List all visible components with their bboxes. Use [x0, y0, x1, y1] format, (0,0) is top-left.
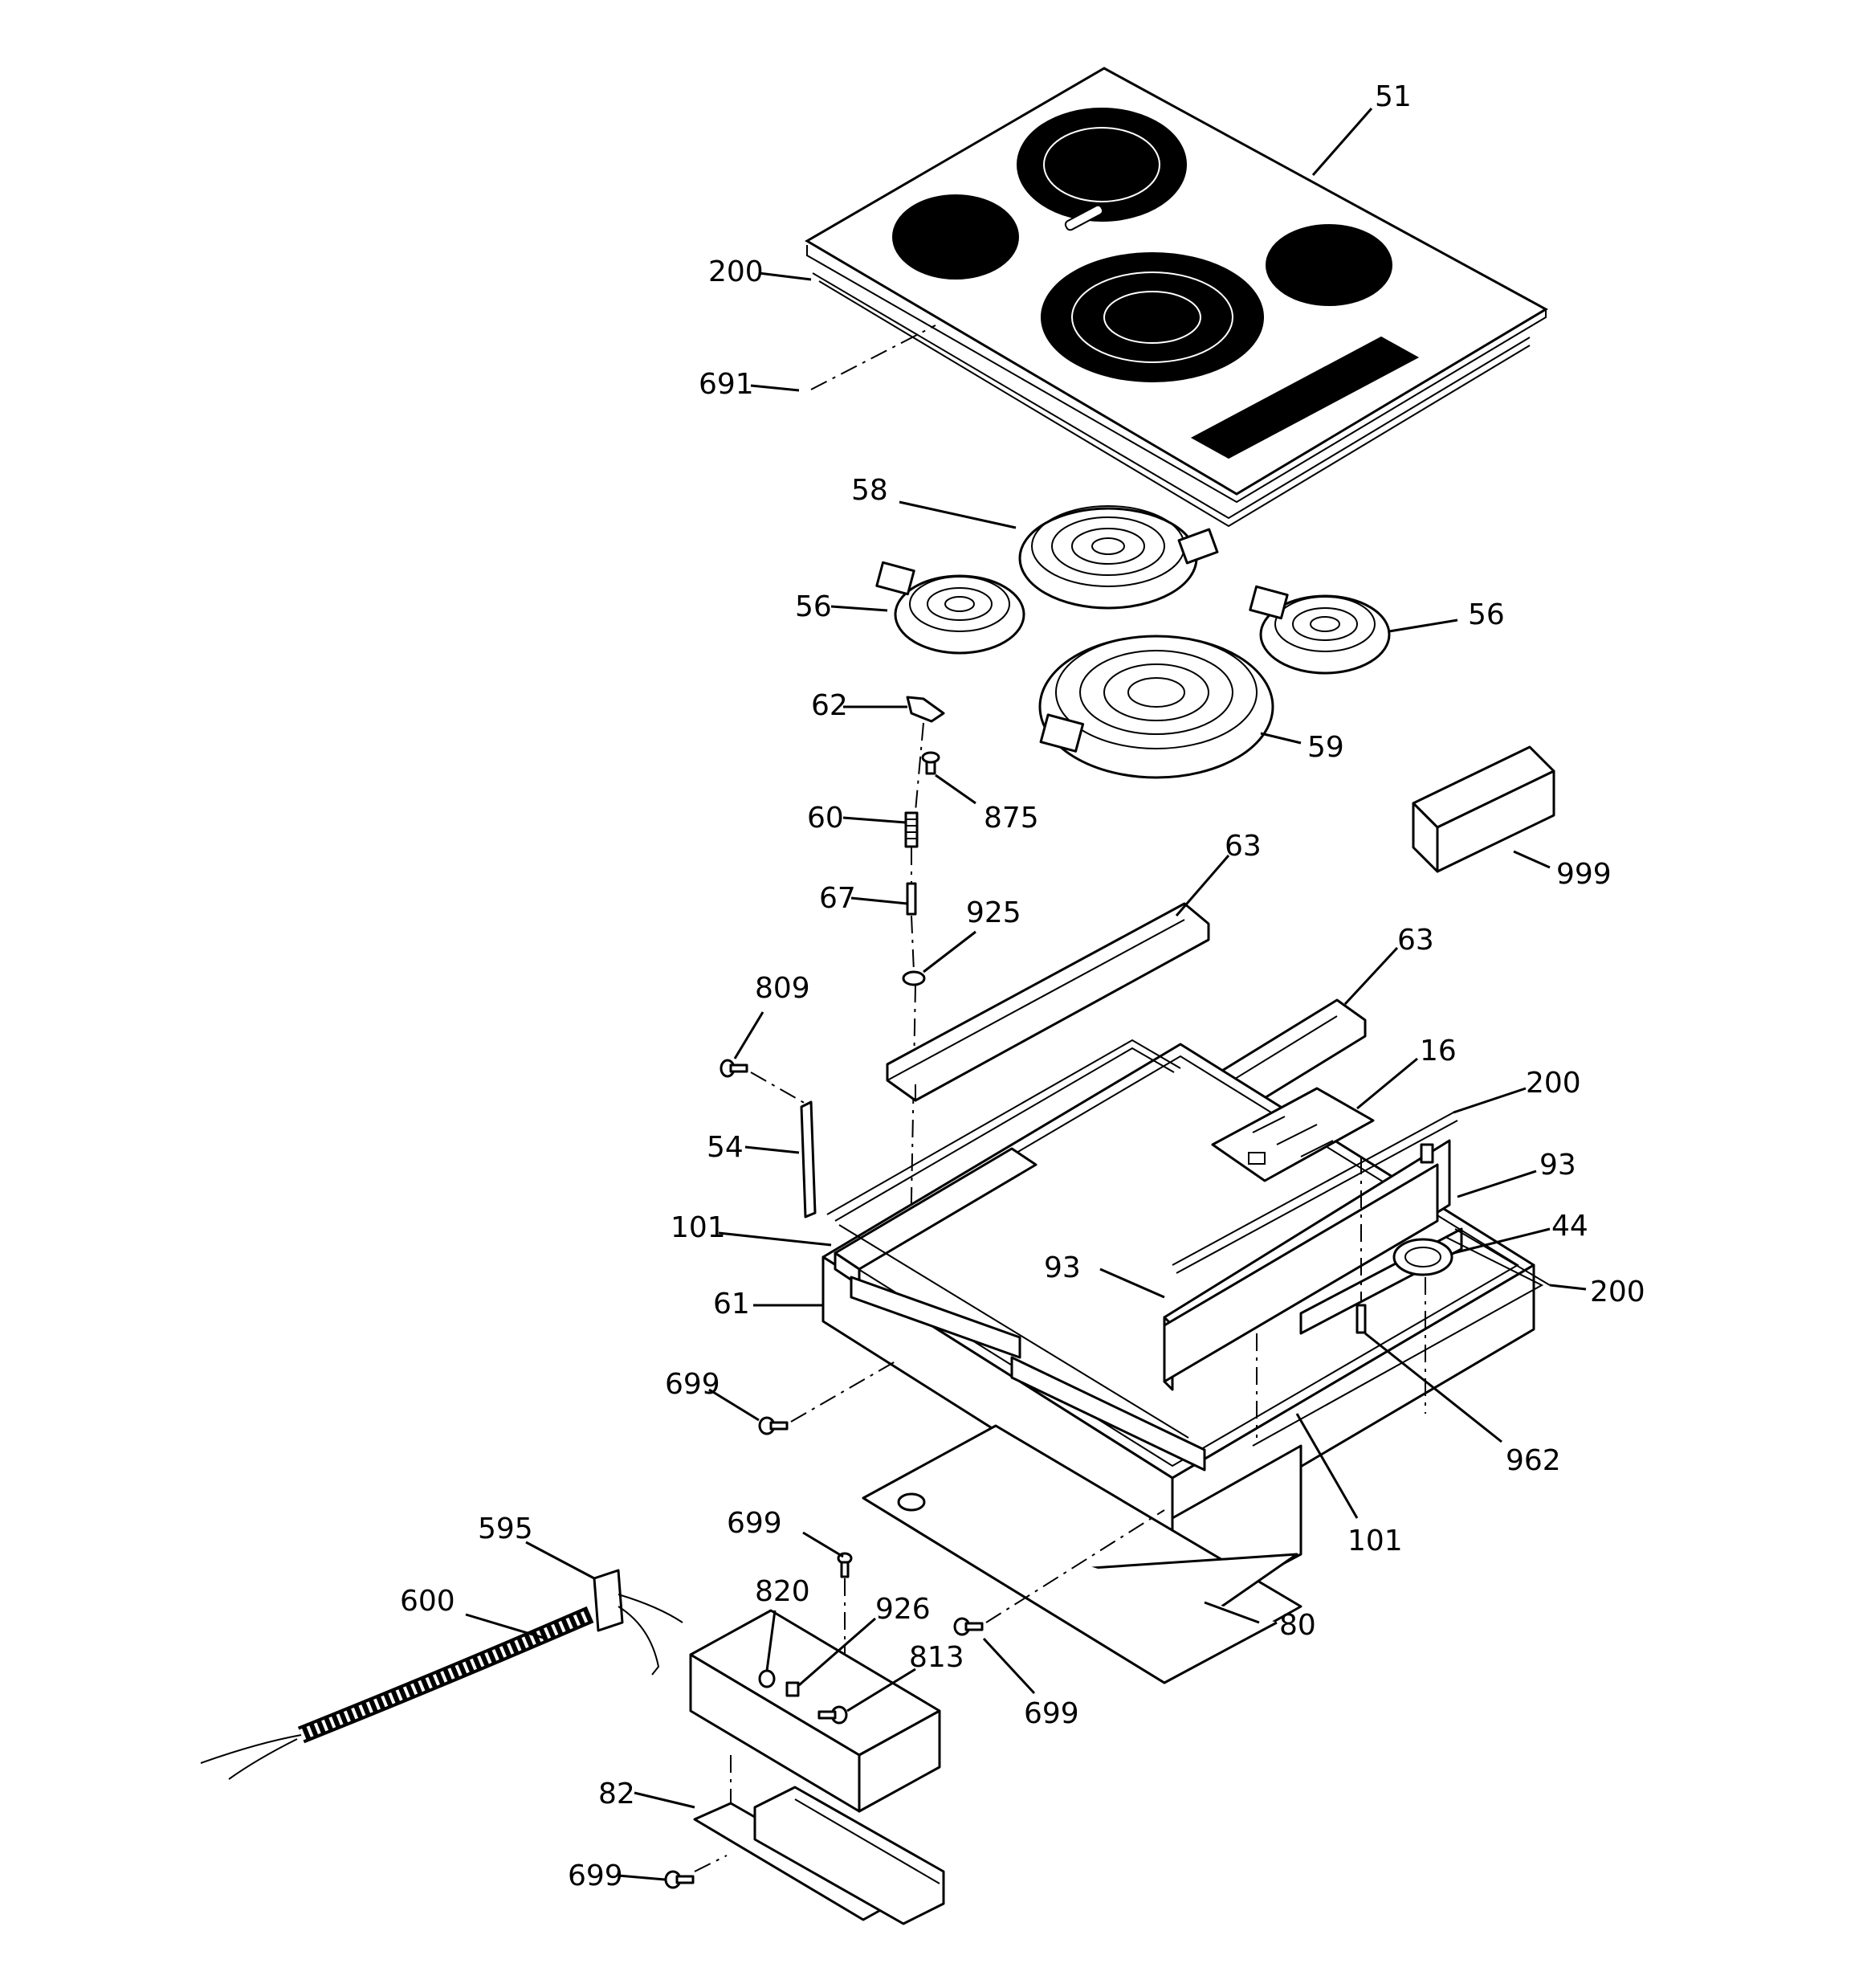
washer-925: [902, 970, 926, 986]
screw-699-top: [837, 1552, 853, 1578]
screw-699-left: [758, 1416, 789, 1435]
assembly-line-c: [1256, 1157, 1426, 1438]
label-44: 44: [1551, 1210, 1588, 1243]
screw-699-mid: [953, 1617, 984, 1636]
label-820: 820: [755, 1575, 810, 1608]
label-63-lower: 63: [1397, 924, 1434, 957]
screw-809: [720, 1059, 748, 1078]
label-51: 51: [1375, 80, 1412, 113]
screw-962: [1355, 1304, 1367, 1334]
assembly-line-b: [750, 1072, 808, 1105]
label-59: 59: [1307, 731, 1344, 764]
clip-926: [785, 1681, 800, 1697]
cooktop-glass-top: [805, 67, 1549, 504]
label-56-left: 56: [795, 590, 832, 623]
clamp-595: [593, 1569, 624, 1632]
bracket-62: [906, 696, 945, 723]
screw-820: [758, 1669, 776, 1688]
label-82: 82: [598, 1778, 635, 1810]
control-board-16: [1211, 1087, 1375, 1182]
screw-813: [817, 1705, 848, 1725]
part-labels: 51 200 691 58 56 56 62 59 875 60 63 999 …: [400, 80, 1645, 1892]
assembly-line-a: [908, 722, 924, 1326]
element-58: [1018, 505, 1219, 610]
element-56-right: [1249, 585, 1391, 675]
label-93-right: 93: [1539, 1149, 1576, 1182]
label-962: 962: [1506, 1444, 1561, 1477]
label-699-mid: 699: [1024, 1697, 1079, 1730]
label-200-top: 200: [708, 255, 764, 288]
rail-63-upper: [886, 902, 1210, 1102]
spring-60: [904, 811, 919, 848]
assembly-line-e: [985, 1509, 1165, 1623]
side-gasket-200: [1172, 1112, 1458, 1274]
assembly-line-g: [694, 1755, 732, 1872]
label-58: 58: [851, 474, 888, 507]
label-67: 67: [819, 882, 856, 915]
label-999: 999: [1556, 858, 1612, 891]
pin-67: [906, 882, 917, 916]
label-875: 875: [984, 802, 1039, 835]
label-699-top: 699: [727, 1507, 782, 1540]
label-62: 62: [811, 689, 848, 722]
leader-lines: [465, 108, 1587, 1881]
label-600: 600: [400, 1585, 455, 1618]
assembly-line-d: [790, 1361, 896, 1423]
label-699-bottom: 699: [568, 1859, 623, 1892]
label-80: 80: [1279, 1609, 1316, 1642]
panel-bracket-93: [1163, 1163, 1439, 1383]
top-gasket: [812, 272, 1531, 528]
screw-875: [921, 751, 940, 775]
screw-699-bottom: [664, 1870, 695, 1889]
terminal-box: [689, 1609, 941, 1813]
element-56-left: [875, 561, 1025, 655]
label-809: 809: [755, 972, 810, 1005]
insulation-101-left: [834, 1147, 1037, 1359]
element-59: [1038, 635, 1274, 779]
label-60: 60: [807, 802, 844, 835]
label-56-right: 56: [1468, 598, 1505, 631]
label-200-right: 200: [1590, 1276, 1645, 1308]
box-gasket: [826, 1039, 1551, 1447]
conduit-600: [200, 1606, 594, 1780]
label-595: 595: [478, 1512, 533, 1545]
label-16: 16: [1420, 1035, 1457, 1067]
label-101-bottom: 101: [1347, 1525, 1403, 1557]
label-93-left: 93: [1044, 1251, 1081, 1284]
wire-leads: [618, 1594, 683, 1676]
label-925: 925: [966, 896, 1021, 929]
label-61: 61: [713, 1288, 750, 1321]
carton-999: [1412, 745, 1555, 873]
control-board-82: [693, 1786, 945, 1925]
label-54: 54: [707, 1131, 744, 1164]
label-691: 691: [699, 368, 754, 401]
label-63-upper: 63: [1225, 830, 1262, 863]
label-101-left: 101: [671, 1211, 726, 1244]
label-200-mid: 200: [1526, 1067, 1581, 1100]
label-813: 813: [909, 1641, 964, 1674]
grommet-44: [1392, 1238, 1453, 1276]
bottom-panel-80: [862, 1424, 1302, 1684]
label-926: 926: [875, 1593, 931, 1626]
leveling-leg-54: [800, 1100, 817, 1219]
label-699-left: 699: [665, 1368, 720, 1401]
